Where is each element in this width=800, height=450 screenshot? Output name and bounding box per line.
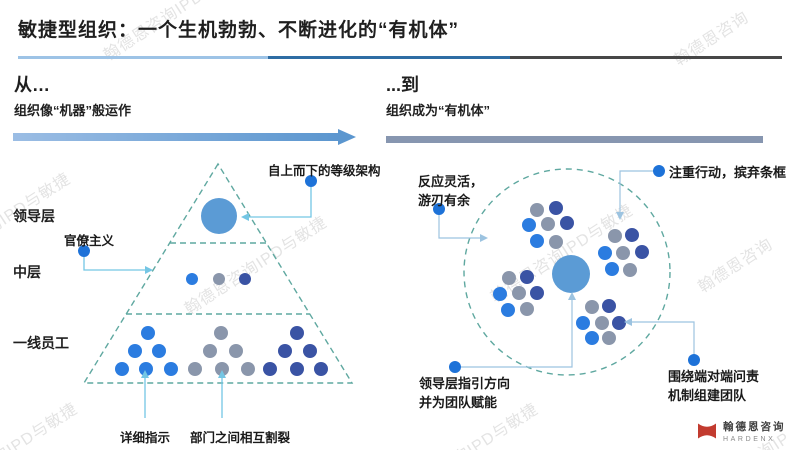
right-heading: ...到 — [386, 75, 420, 95]
page-title: 敏捷型组织：一个生机勃勃、不断进化的“有机体” — [18, 20, 460, 41]
brand-name-cn: 翰德恩咨询 — [723, 421, 786, 433]
team-cluster-top-left — [522, 201, 574, 249]
title-underline-mid — [268, 56, 510, 59]
callout-teams-line1: 围绕端对端问责 — [668, 369, 760, 384]
organism-center-circle — [552, 255, 590, 293]
tier-label-frontline: 一线员工 — [13, 335, 69, 351]
callout-teams: 围绕端对端问责 机制组建团队 — [668, 367, 759, 405]
frontline-cluster-indigo — [263, 326, 328, 376]
callout-dot-action — [653, 165, 665, 177]
callout-flexible-line2: 游刃有余 — [418, 193, 471, 208]
callout-dot-bureaucracy — [78, 245, 90, 257]
hardenx-logo-icon — [698, 423, 716, 439]
transition-arrow-head — [338, 129, 356, 145]
tier-label-middle: 中层 — [13, 264, 41, 280]
team-cluster-right — [598, 228, 649, 277]
callout-flexible: 反应灵活， 游刃有余 — [418, 172, 483, 210]
tier-label-leadership: 领导层 — [13, 208, 55, 224]
organism-diagram — [433, 165, 700, 376]
brand-name-en: HARDENX — [723, 436, 776, 443]
title-underline-light — [18, 56, 268, 59]
callout-flexible-line1: 反应灵活， — [418, 174, 484, 189]
title-underline-dark — [510, 56, 782, 59]
right-divider-bar — [386, 136, 763, 143]
callout-teams-line2: 机制组建团队 — [668, 388, 747, 403]
transition-arrow — [13, 133, 339, 141]
frontline-cluster-blue — [115, 326, 178, 376]
callout-dot-flexible — [433, 203, 445, 215]
callout-dot-hierarchy — [305, 175, 317, 187]
machine-pyramid-diagram — [78, 162, 354, 418]
callout-hierarchy: 自上而下的等级架构 — [268, 164, 381, 178]
brand-logo: 翰德恩咨询 HARDENX — [698, 419, 786, 443]
team-cluster-bottom-left — [493, 270, 544, 317]
frontline-cluster-gray — [188, 326, 255, 376]
callout-silos: 部门之间相互割裂 — [190, 431, 291, 445]
callout-leadership-line2: 并为团队赋能 — [419, 395, 498, 410]
callout-bureaucracy: 官僚主义 — [64, 234, 115, 248]
left-subheading: 组织像“机器”般运作 — [14, 103, 132, 118]
callout-dot-teams — [688, 354, 700, 366]
leader-circle — [201, 198, 237, 234]
team-cluster-bottom-right — [576, 299, 626, 345]
right-subheading: 组织成为“有机体” — [386, 103, 491, 118]
callout-detailed-instructions: 详细指示 — [120, 431, 171, 445]
callout-dot-leadership — [449, 361, 461, 373]
callout-action: 注重行动，摈弃条框 — [669, 165, 787, 180]
left-heading: 从… — [14, 75, 50, 95]
callout-leadership-line1: 领导层指引方向 — [419, 376, 511, 391]
callout-leadership: 领导层指引方向 并为团队赋能 — [419, 374, 510, 412]
